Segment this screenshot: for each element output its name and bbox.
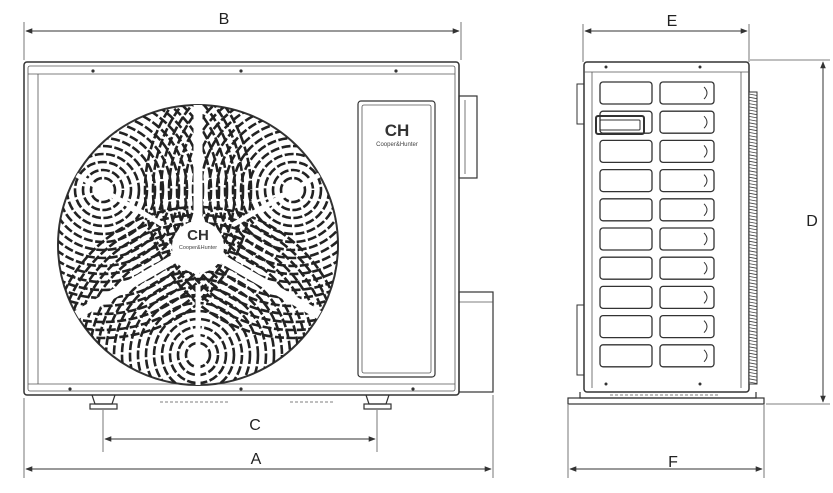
fan-center-logo: CH Cooper&Hunter	[179, 227, 217, 251]
grille-arc	[120, 277, 276, 385]
panel-logo-name: Cooper&Hunter	[376, 142, 418, 148]
grille-slot	[599, 227, 653, 251]
dimension-a: A	[23, 395, 494, 478]
grille-slot	[659, 110, 715, 134]
grille-arc	[128, 285, 268, 385]
dimension-c-label: C	[249, 417, 261, 434]
grille-slot	[659, 168, 715, 193]
dimension-a-label: A	[251, 451, 262, 468]
dimension-e: E	[582, 13, 750, 62]
panel-logo-mark: CH	[385, 121, 410, 140]
grille-slot	[659, 344, 715, 368]
slot-clip	[703, 86, 708, 100]
slot-clip	[703, 174, 708, 187]
slot-clip	[703, 203, 708, 217]
grille-slot	[599, 81, 653, 105]
fan-logo-name: Cooper&Hunter	[179, 245, 217, 251]
grille-arc	[271, 168, 315, 212]
slot-clip	[703, 115, 708, 129]
carry-handle	[595, 115, 645, 135]
grille-slot	[599, 256, 653, 280]
side-box	[458, 291, 494, 393]
grille-arc	[143, 105, 338, 340]
grille-arc	[58, 105, 253, 340]
dimension-d-label: D	[806, 213, 818, 230]
grille-arc	[73, 160, 133, 220]
grille-arc	[58, 120, 173, 260]
grille-slot	[659, 81, 715, 105]
grille-spoke	[75, 172, 165, 228]
grille-slot	[659, 256, 715, 280]
grille-slot	[659, 198, 715, 222]
brand-panel: CH Cooper&Hunter	[357, 100, 436, 378]
grille-arc	[58, 105, 221, 308]
fan-logo-mark: CH	[187, 227, 209, 244]
fan-grille: CH Cooper&Hunter	[57, 104, 339, 386]
slot-clip	[703, 349, 708, 363]
dimension-c: C	[102, 410, 378, 452]
grille-arc	[89, 176, 117, 204]
side-grille	[599, 81, 715, 368]
dimension-f-label: F	[668, 454, 678, 471]
dimension-d: D	[750, 59, 830, 405]
grille-slot	[599, 139, 653, 164]
grille-slot	[599, 344, 653, 368]
grille-slot	[659, 314, 715, 339]
slot-clip	[703, 145, 708, 158]
grille-arc	[175, 105, 338, 308]
unit-body-front	[23, 61, 460, 396]
feet-front	[89, 394, 392, 410]
grille-arc	[263, 160, 323, 220]
grille-arc	[223, 120, 338, 260]
valve-cover	[458, 95, 478, 179]
grille-spoke	[231, 172, 321, 228]
grille-arc	[81, 168, 125, 212]
grille-slot	[599, 285, 653, 310]
dimension-e-label: E	[667, 13, 678, 30]
grille-slot	[659, 139, 715, 164]
grille-slot	[599, 198, 653, 222]
condenser-coil	[748, 91, 758, 385]
side-view: E F	[567, 13, 830, 478]
grille-slot	[659, 285, 715, 310]
grille-arc	[65, 152, 141, 228]
dimension-f: F	[567, 405, 765, 478]
screws	[68, 69, 415, 391]
grille-slot	[659, 227, 715, 251]
grille-slot	[599, 314, 653, 339]
slot-clip	[703, 232, 708, 246]
front-view: B CH Cooper&Hunter	[23, 11, 494, 478]
slot-clip	[703, 261, 708, 275]
grille-arc	[151, 105, 338, 332]
grille-arc	[58, 105, 245, 332]
grille-slot	[599, 168, 653, 193]
slot-clip	[703, 320, 708, 333]
slot-clip	[703, 291, 708, 304]
grille-arc	[58, 105, 229, 316]
side-base	[567, 392, 765, 405]
dimension-b-label: B	[219, 11, 230, 28]
grille-arc	[279, 176, 307, 204]
dimension-b: B	[23, 11, 462, 60]
fan-hub	[172, 221, 224, 273]
